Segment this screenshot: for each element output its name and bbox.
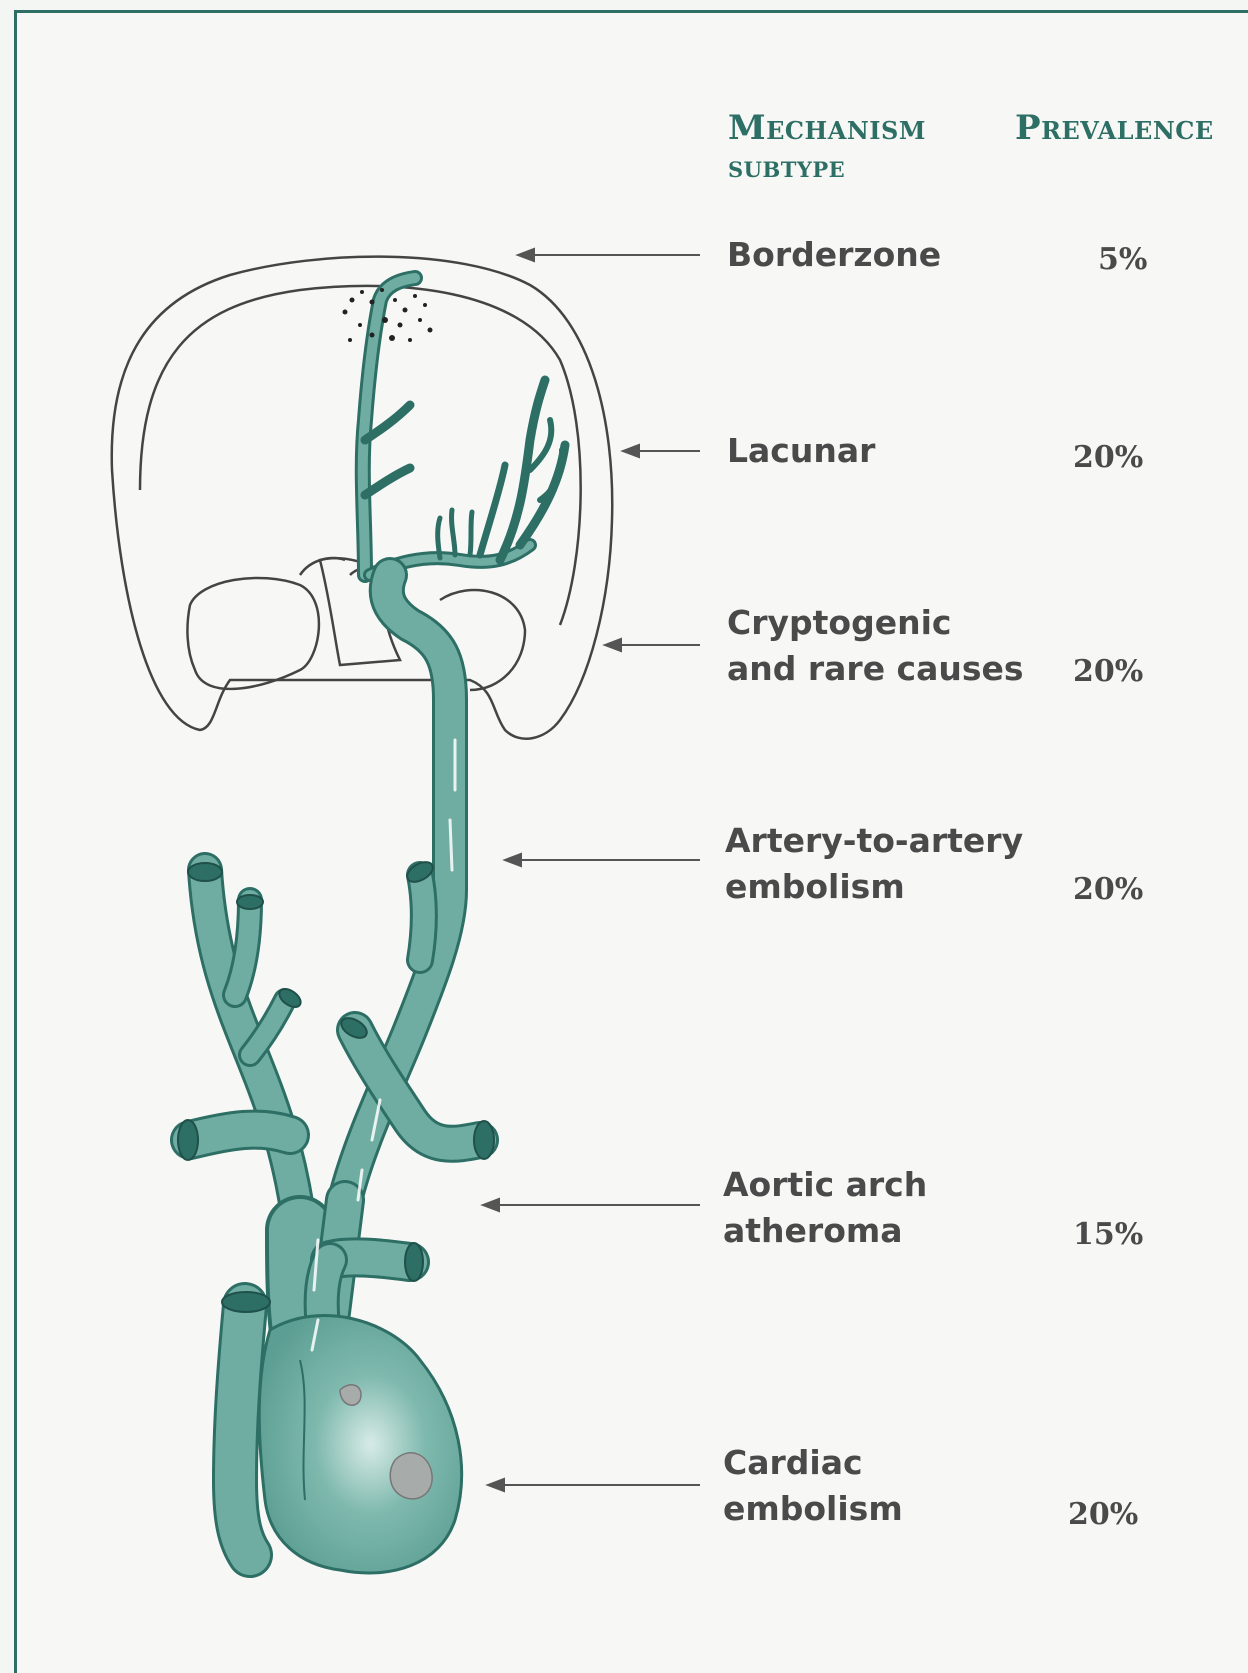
row-borderzone-label: Borderzone: [727, 232, 941, 278]
prevalence-header: Prevalence: [1015, 108, 1214, 148]
cerebellum-left: [187, 578, 318, 689]
row-aortic-arch-label: Aortic arch atheroma: [723, 1162, 927, 1254]
arrow-borderzone: [518, 249, 700, 261]
row-borderzone-prevalence: 5%: [1098, 240, 1147, 280]
arrow-aortic-arch: [483, 1199, 700, 1211]
cerebral-arteries: [363, 278, 565, 575]
row-lacunar-prevalence: 20%: [1073, 438, 1143, 478]
mechanism-header-line1: Mechanism: [728, 108, 926, 148]
row-artery-to-artery-prevalence: 20%: [1073, 870, 1143, 910]
pointer-arrows: [483, 249, 700, 1491]
heart: [259, 1316, 461, 1573]
arrow-lacunar: [623, 445, 700, 457]
mechanism-subtype-header: Mechanism subtype: [728, 108, 926, 188]
row-artery-to-artery-label: Artery-to-artery embolism: [725, 818, 1023, 910]
row-aortic-arch-prevalence: 15%: [1073, 1215, 1143, 1255]
row-cryptogenic-prevalence: 20%: [1073, 652, 1143, 692]
arrow-artery-to-artery: [505, 854, 700, 866]
arrow-cryptogenic: [605, 639, 700, 651]
row-cardiac-prevalence: 20%: [1068, 1495, 1138, 1535]
row-lacunar-label: Lacunar: [727, 428, 875, 474]
arrow-cardiac: [488, 1479, 700, 1491]
mechanism-header-line2: subtype: [728, 148, 926, 188]
row-cryptogenic-label: Cryptogenic and rare causes: [727, 600, 1024, 692]
row-cardiac-label: Cardiac embolism: [723, 1440, 903, 1532]
